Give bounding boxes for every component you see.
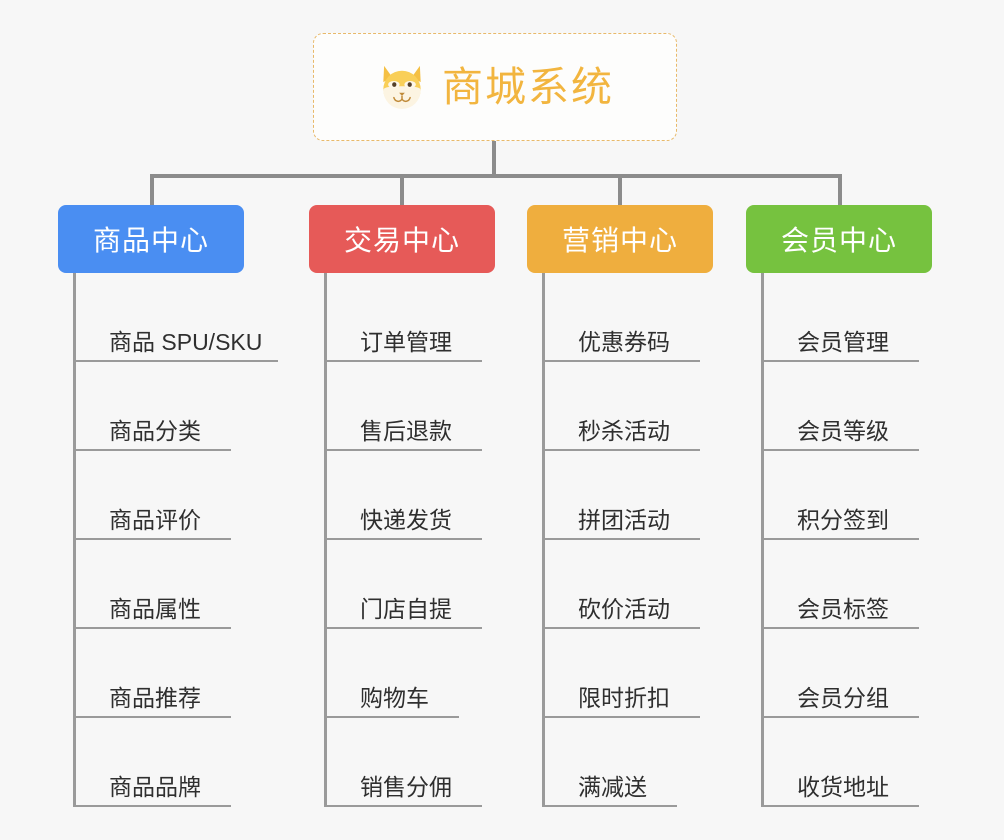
category-label-2: 营销中心 — [561, 225, 678, 256]
category-label-1: 交易中心 — [343, 225, 460, 256]
branch-spine-2 — [542, 273, 545, 807]
category-box-0[interactable]: 商品中心 — [58, 205, 244, 273]
leaf-item[interactable]: 秒杀活动 — [542, 362, 700, 451]
leaf-item[interactable]: 会员管理 — [761, 273, 919, 362]
leaf-item[interactable]: 限时折扣 — [542, 629, 700, 718]
leaf-label: 商品分类 — [109, 417, 201, 444]
leaf-label: 销售分佣 — [360, 773, 452, 800]
category-box-2[interactable]: 营销中心 — [527, 205, 713, 273]
leaf-item[interactable]: 快递发货 — [324, 451, 482, 540]
leaf-label: 拼团活动 — [578, 506, 670, 533]
leaf-item[interactable]: 订单管理 — [324, 273, 482, 362]
leaf-label: 会员分组 — [797, 684, 889, 711]
leaf-label: 秒杀活动 — [578, 417, 670, 444]
leaf-item[interactable]: 销售分佣 — [324, 718, 482, 807]
connector-drop-3 — [618, 174, 622, 205]
connector-drop-4 — [838, 174, 842, 205]
leaf-item[interactable]: 商品属性 — [73, 540, 231, 629]
leaf-item[interactable]: 购物车 — [324, 629, 459, 718]
leaf-item[interactable]: 积分签到 — [761, 451, 919, 540]
leaf-label: 门店自提 — [360, 595, 452, 622]
category-label-0: 商品中心 — [92, 225, 209, 256]
connector-drop-2 — [400, 174, 404, 205]
leaf-label: 会员管理 — [797, 328, 889, 355]
connector-root-stem — [492, 141, 496, 177]
shiba-dog-icon — [383, 65, 421, 109]
leaf-item[interactable]: 会员标签 — [761, 540, 919, 629]
leaf-label: 商品属性 — [109, 595, 201, 622]
leaf-item[interactable]: 会员分组 — [761, 629, 919, 718]
leaf-item[interactable]: 优惠券码 — [542, 273, 700, 362]
root-node[interactable]: 商城系统 — [313, 33, 677, 141]
leaf-label: 订单管理 — [360, 328, 452, 355]
branch-spine-1 — [324, 273, 327, 807]
category-box-3[interactable]: 会员中心 — [746, 205, 932, 273]
connector-drop-1 — [150, 174, 154, 205]
leaf-label: 售后退款 — [360, 417, 452, 444]
branch-spine-0 — [73, 273, 76, 807]
leaf-label: 商品品牌 — [109, 773, 201, 800]
leaf-item[interactable]: 收货地址 — [761, 718, 919, 807]
category-label-3: 会员中心 — [780, 225, 897, 256]
leaf-label: 积分签到 — [797, 506, 889, 533]
leaf-label: 商品推荐 — [109, 684, 201, 711]
leaf-item[interactable]: 满减送 — [542, 718, 677, 807]
leaf-label: 会员标签 — [797, 595, 889, 622]
leaf-label: 限时折扣 — [578, 684, 670, 711]
leaf-item[interactable]: 售后退款 — [324, 362, 482, 451]
leaf-label: 收货地址 — [797, 773, 889, 800]
connector-horizontal-bus — [150, 174, 842, 178]
leaf-label: 优惠券码 — [578, 328, 670, 355]
leaf-item[interactable]: 砍价活动 — [542, 540, 700, 629]
leaf-label: 商品 SPU/SKU — [109, 328, 263, 355]
leaf-item[interactable]: 拼团活动 — [542, 451, 700, 540]
leaf-label: 砍价活动 — [578, 595, 670, 622]
branch-spine-3 — [761, 273, 764, 807]
leaf-label: 满减送 — [578, 773, 647, 800]
leaf-label: 会员等级 — [797, 417, 889, 444]
leaf-item[interactable]: 商品评价 — [73, 451, 231, 540]
leaf-label: 快递发货 — [360, 506, 452, 533]
leaf-item[interactable]: 商品品牌 — [73, 718, 231, 807]
leaf-label: 购物车 — [360, 684, 429, 711]
leaf-item[interactable]: 门店自提 — [324, 540, 482, 629]
leaf-item[interactable]: 会员等级 — [761, 362, 919, 451]
leaf-item[interactable]: 商品推荐 — [73, 629, 231, 718]
category-box-1[interactable]: 交易中心 — [309, 205, 495, 273]
leaf-label: 商品评价 — [109, 506, 201, 533]
leaf-item[interactable]: 商品 SPU/SKU — [73, 273, 278, 362]
root-title: 商城系统 — [442, 63, 614, 110]
leaf-item[interactable]: 商品分类 — [73, 362, 231, 451]
